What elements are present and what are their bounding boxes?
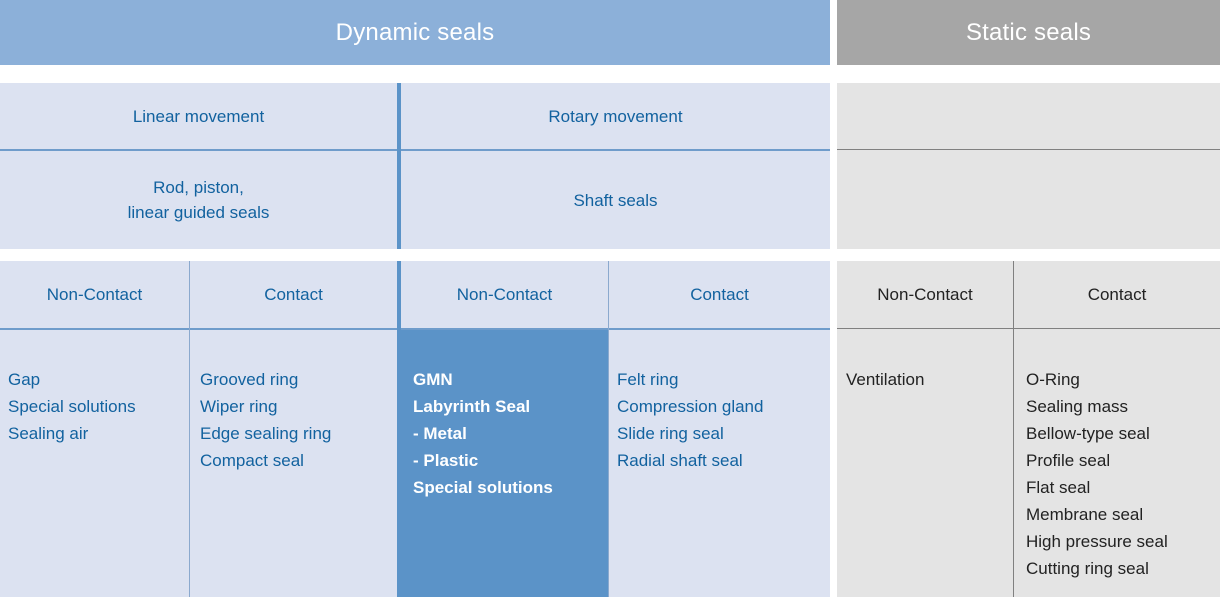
list-item: - Metal xyxy=(413,424,467,443)
list-item: Flat seal xyxy=(1026,478,1091,497)
list-item: Compact seal xyxy=(200,451,304,470)
list-item: High pressure seal xyxy=(1026,532,1168,551)
shaft-seals-cell: Shaft seals xyxy=(573,190,658,210)
list-item: GMN xyxy=(413,370,453,389)
list-item: Cutting ring seal xyxy=(1026,559,1149,578)
rod-piston-cell: Rod, piston, linear guided seals xyxy=(0,151,397,249)
dynamic-movement-panel xyxy=(0,83,830,249)
column-divider-4 xyxy=(1013,261,1014,597)
static-movement-divider xyxy=(837,149,1220,150)
rod-piston-line-1: Rod, piston, xyxy=(153,178,244,197)
static-seals-title: Static seals xyxy=(837,0,1220,65)
column-header-dynamic-rotary-noncontact: Non-Contact xyxy=(456,284,553,304)
list-item: Felt ring xyxy=(617,370,679,389)
rotary-movement-cell: Rotary movement xyxy=(548,106,683,126)
list-item: Ventilation xyxy=(846,370,925,389)
top-title-band: Dynamic seals Static seals xyxy=(0,0,1220,65)
list-item: O-Ring xyxy=(1026,370,1080,389)
column-divider-3 xyxy=(608,261,609,597)
list-item: Membrane seal xyxy=(1026,505,1144,524)
movement-vertical-rule xyxy=(397,83,401,249)
columns-band: Non-Contact Contact Non-Contact Contact … xyxy=(0,261,1220,597)
column-divider-1 xyxy=(189,261,190,597)
list-item: Labyrinth Seal xyxy=(413,397,531,416)
list-item: Sealing air xyxy=(8,424,89,443)
column-header-dynamic-rotary-contact: Contact xyxy=(690,284,749,304)
list-item: Grooved ring xyxy=(200,370,299,389)
column-body-static-noncontact: Ventilation xyxy=(837,330,1013,393)
list-item: Compression gland xyxy=(617,397,764,416)
list-item: Gap xyxy=(8,370,41,389)
column-divider-2 xyxy=(397,261,401,597)
list-item: Special solutions xyxy=(413,478,553,497)
list-item: Edge sealing ring xyxy=(200,424,332,443)
dynamic-header-rule xyxy=(0,328,830,330)
gmn-highlight-cell xyxy=(401,330,608,597)
static-header-rule xyxy=(837,328,1220,329)
dynamic-seals-title: Dynamic seals xyxy=(0,0,830,65)
column-header-dynamic-linear-noncontact: Non-Contact xyxy=(46,284,143,304)
linear-movement-cell: Linear movement xyxy=(132,106,265,126)
movement-band: Linear movement Rotary movement Rod, pis… xyxy=(0,83,1220,249)
static-movement-panel xyxy=(837,83,1220,249)
rod-piston-line-2: linear guided seals xyxy=(127,203,270,222)
list-item: - Plastic xyxy=(413,451,479,470)
list-item: Special solutions xyxy=(8,397,136,416)
column-header-static-contact: Contact xyxy=(1087,284,1147,304)
list-item: Wiper ring xyxy=(200,397,278,416)
list-item: Slide ring seal xyxy=(617,424,724,443)
static-columns-panel xyxy=(837,261,1220,597)
list-item: Sealing mass xyxy=(1026,397,1129,416)
column-header-dynamic-linear-contact: Contact xyxy=(264,284,323,304)
list-static-noncontact: Ventilation xyxy=(837,330,1013,393)
list-item: Profile seal xyxy=(1026,451,1111,470)
movement-horizontal-rule xyxy=(0,149,830,151)
list-item: Radial shaft seal xyxy=(617,451,743,470)
list-item: Bellow-type seal xyxy=(1026,424,1150,443)
column-header-static-noncontact: Non-Contact xyxy=(877,284,973,304)
